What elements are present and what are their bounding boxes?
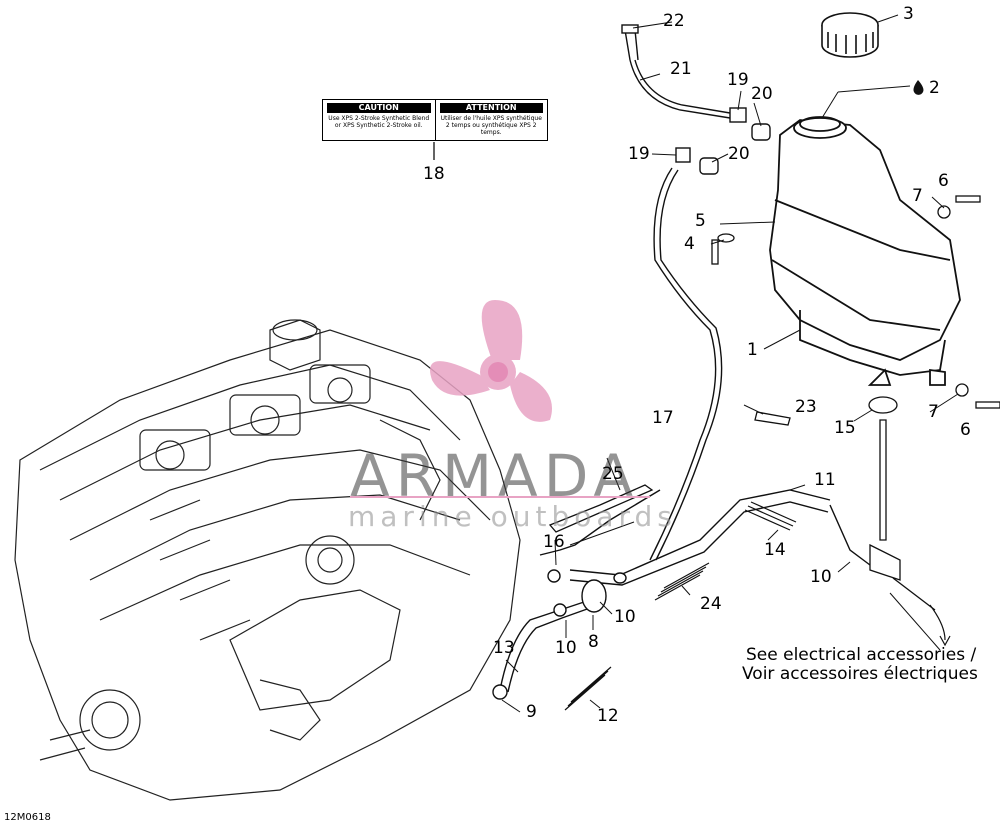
armada-logo xyxy=(430,300,552,422)
callout-19-lower: 19 xyxy=(628,144,650,164)
callout-14: 14 xyxy=(764,540,786,560)
hose-springs xyxy=(564,501,797,711)
clip xyxy=(754,411,791,426)
oil-filter xyxy=(492,569,627,700)
callout-10-c: 10 xyxy=(810,567,832,587)
figure-id: 12M0618 xyxy=(4,812,51,823)
return-hose xyxy=(649,167,717,561)
callout-6-upper: 6 xyxy=(938,171,949,191)
decal-right-heading: ATTENTION xyxy=(439,103,543,113)
callout-7-lower: 7 xyxy=(928,402,939,422)
callout-19-upper: 19 xyxy=(727,70,749,90)
callout-5: 5 xyxy=(695,211,706,231)
tank-cap xyxy=(821,12,879,58)
engine-block xyxy=(14,319,521,801)
electrical-accessories-note-fr: Voir accessoires électriques xyxy=(742,664,978,684)
callout-8: 8 xyxy=(588,632,599,652)
callout-20-upper: 20 xyxy=(751,84,773,104)
callout-20-lower: 20 xyxy=(728,144,750,164)
vent-hose xyxy=(621,24,771,175)
warning-decal: CAUTION Use XPS 2-Stroke Synthetic Blend… xyxy=(322,99,548,141)
callout-13: 13 xyxy=(493,638,515,658)
watermark-brand: ARMADA xyxy=(350,442,640,510)
oil-supply-hose xyxy=(499,489,871,693)
callout-16: 16 xyxy=(543,532,565,552)
callout-6-lower: 6 xyxy=(960,420,971,440)
decal-right-text: Utiliser de l'huile XPS synthétique 2 te… xyxy=(440,115,542,136)
watermark-rule xyxy=(350,496,650,498)
electrical-accessories-note-en: See electrical accessories / xyxy=(746,645,977,665)
callout-15: 15 xyxy=(834,418,856,438)
callout-21: 21 xyxy=(670,59,692,79)
callout-17: 17 xyxy=(652,408,674,428)
callout-18: 18 xyxy=(423,164,445,184)
callout-3: 3 xyxy=(903,4,914,24)
callout-24: 24 xyxy=(700,594,722,614)
callout-12: 12 xyxy=(597,706,619,726)
callout-4: 4 xyxy=(684,234,695,254)
leader-lines xyxy=(501,14,959,713)
oil-drop-icon xyxy=(913,80,924,95)
callout-7-upper: 7 xyxy=(912,186,923,206)
decal-left-text: Use XPS 2-Stroke Synthetic Blend or XPS … xyxy=(328,115,430,129)
callout-10-a: 10 xyxy=(614,607,636,627)
callout-25: 25 xyxy=(602,464,624,484)
callout-10-b: 10 xyxy=(555,638,577,658)
callout-22: 22 xyxy=(663,11,685,31)
watermark-tagline: marine outboards xyxy=(348,500,677,533)
callout-1: 1 xyxy=(747,340,758,360)
oil-tank xyxy=(769,116,961,386)
oil-level-sensor xyxy=(868,396,936,611)
decal-left-heading: CAUTION xyxy=(327,103,431,113)
bolts xyxy=(711,195,1000,409)
callout-11: 11 xyxy=(814,470,836,490)
callout-23: 23 xyxy=(795,397,817,417)
callout-2: 2 xyxy=(929,78,940,98)
callout-9: 9 xyxy=(526,702,537,722)
